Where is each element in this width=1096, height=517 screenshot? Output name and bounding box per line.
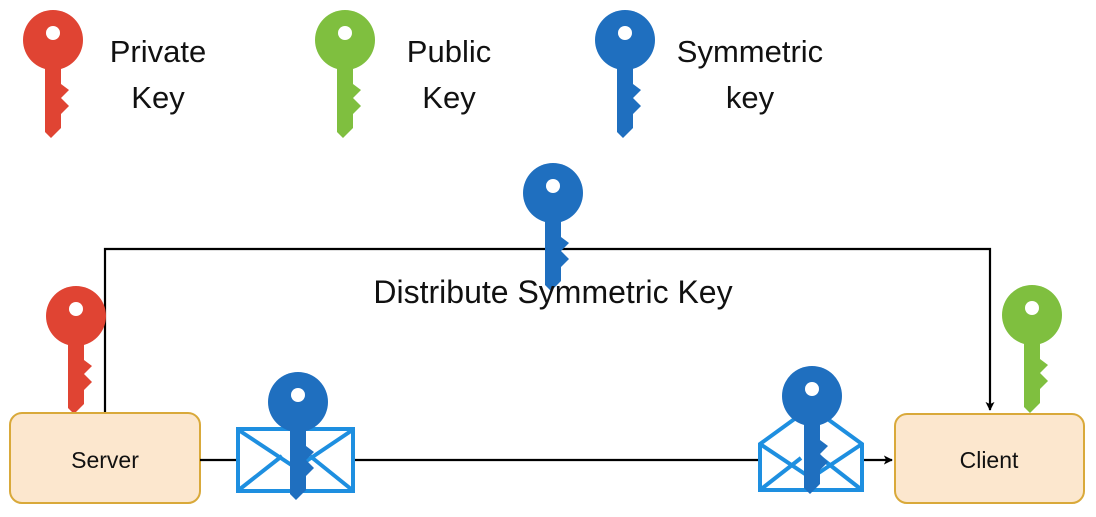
closed-envelope-message	[236, 372, 355, 500]
legend-private-key-line2: Key	[131, 80, 185, 115]
legend-public-key: Public Key	[315, 10, 491, 138]
distribute-symmetric-key-label: Distribute Symmetric Key	[373, 274, 732, 310]
key-icon	[595, 10, 655, 138]
key-icon	[523, 163, 583, 291]
legend-symmetric-key: Symmetric key	[595, 10, 823, 138]
legend-private-key: Private Key	[23, 10, 206, 138]
server-node: Server	[9, 286, 201, 504]
key-icon	[315, 10, 375, 138]
server-label: Server	[71, 447, 139, 473]
legend-symmetric-key-line2: key	[726, 80, 775, 115]
legend-public-key-line1: Public	[407, 34, 491, 69]
server-box	[9, 412, 201, 504]
client-label: Client	[960, 447, 1019, 473]
key-icon	[1002, 285, 1062, 413]
client-box	[894, 413, 1085, 504]
key-icon	[23, 10, 83, 138]
key-icon	[268, 372, 328, 500]
distribution-path: Distribute Symmetric Key	[103, 163, 995, 413]
open-envelope-message	[758, 366, 864, 494]
key-icon	[782, 366, 842, 494]
legend-public-key-line2: Key	[422, 80, 476, 115]
key-icon	[46, 286, 106, 414]
client-node: Client	[894, 285, 1085, 504]
legend-symmetric-key-line1: Symmetric	[677, 34, 823, 69]
legend-private-key-line1: Private	[110, 34, 206, 69]
legend: Private Key Public Key Symmetric key	[23, 10, 823, 138]
